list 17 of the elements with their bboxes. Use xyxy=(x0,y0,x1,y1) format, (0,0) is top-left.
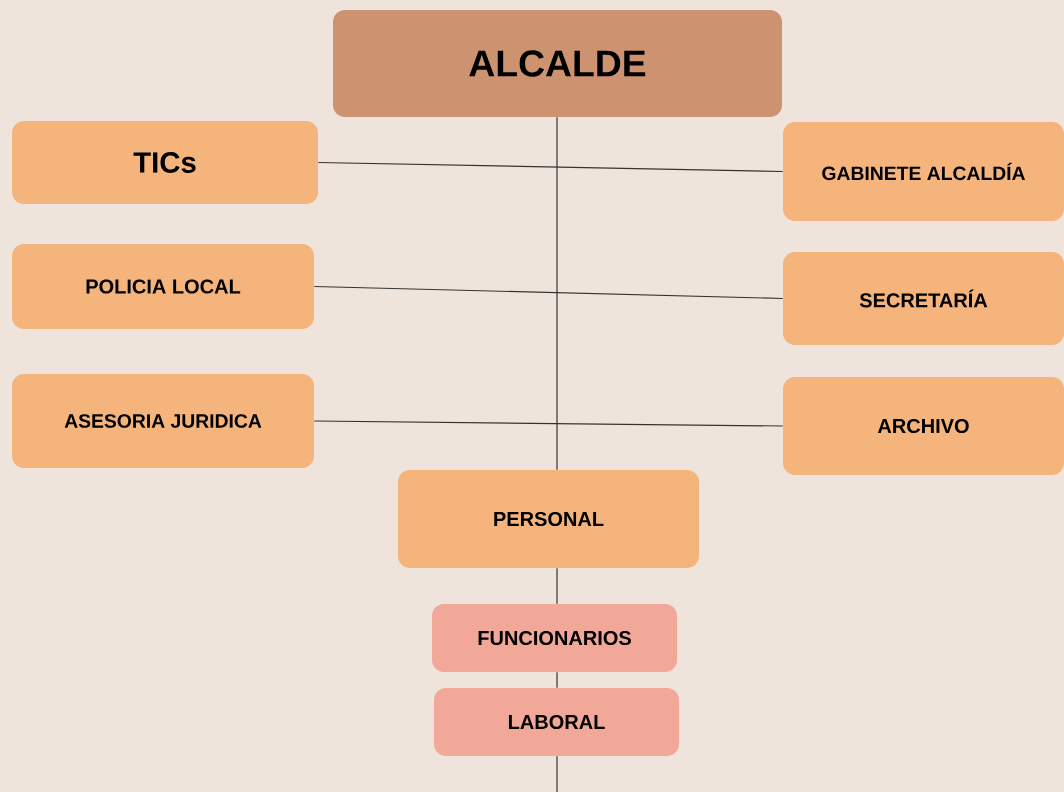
unit-box: ARCHIVO xyxy=(782,377,1064,475)
sub-unit-box: LABORAL xyxy=(433,688,680,756)
connector-line xyxy=(556,755,558,792)
connector-line xyxy=(556,116,558,471)
connector-line xyxy=(556,567,558,605)
sub-unit-box: FUNCIONARIOS xyxy=(431,604,678,672)
unit-box: GABINETE ALCALDÍA xyxy=(782,122,1064,221)
unit-box: SECRETARÍA xyxy=(782,251,1064,346)
connector-line xyxy=(313,420,784,427)
unit-box: POLICIA LOCAL xyxy=(12,243,314,330)
connector-line xyxy=(556,671,558,689)
connector-line xyxy=(313,285,784,300)
title-box: ALCALDE xyxy=(333,10,783,117)
unit-box: ASESORIA JURIDICA xyxy=(12,374,314,468)
unit-box: TICs xyxy=(12,121,318,204)
unit-box: PERSONAL xyxy=(397,470,700,568)
connector-line xyxy=(317,161,784,173)
